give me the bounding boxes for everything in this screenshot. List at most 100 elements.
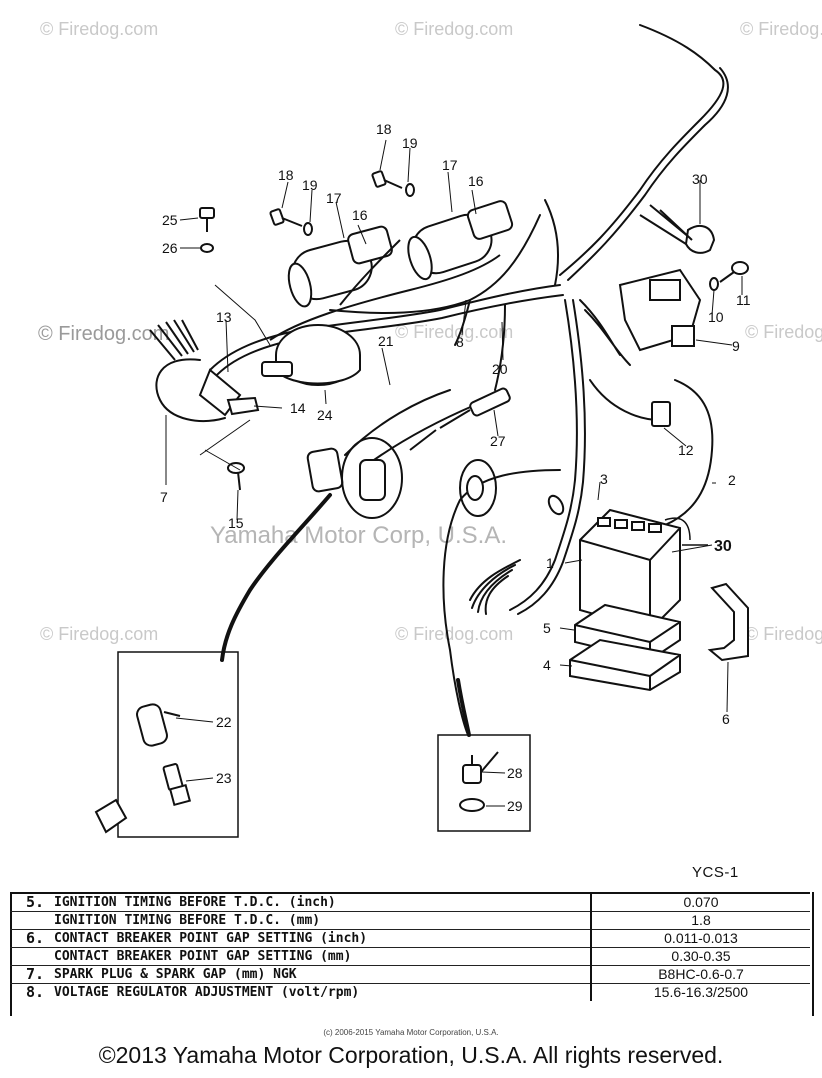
ignition-coil-left <box>287 225 393 308</box>
spec-value: B8HC-0.6-0.7 <box>591 965 810 984</box>
callout-21: 21 <box>378 333 394 349</box>
spec-description: SPARK PLUG & SPARK GAP (mm) NGK <box>48 965 592 984</box>
cable-20 <box>494 304 506 391</box>
callout-16b: 16 <box>468 173 484 189</box>
rectifier <box>618 268 702 352</box>
battery-tray <box>569 638 681 692</box>
watermark: © Firedog.com <box>40 624 158 644</box>
callout-4: 4 <box>543 657 551 673</box>
callout-14: 14 <box>290 400 306 416</box>
front-indicator <box>94 798 128 834</box>
wire-harness <box>559 24 725 276</box>
watermark: © Firedog.com <box>395 624 513 644</box>
bolt-18-right <box>371 170 415 197</box>
spec-description: CONTACT BREAKER POINT GAP SETTING (inch) <box>48 929 592 948</box>
watermark: © Firedog.com <box>395 19 513 39</box>
callout-17b: 17 <box>442 157 458 173</box>
callout-19b: 19 <box>402 135 418 151</box>
watermark: © Firedog.com <box>38 323 169 345</box>
plug-cap-left <box>306 447 344 493</box>
battery <box>579 508 681 632</box>
callout-26: 26 <box>162 240 178 256</box>
flasher-relay <box>261 324 361 386</box>
callout-29: 29 <box>507 798 523 814</box>
spark-plug-cap-22 <box>136 703 181 747</box>
wire-harness-main <box>209 284 561 371</box>
callout-3: 3 <box>600 471 608 487</box>
spec-value: 0.070 <box>591 892 810 912</box>
watermark: © Firedog.com <box>40 19 158 39</box>
wire-regulator <box>579 299 631 366</box>
spec-number: 8. <box>10 983 48 1001</box>
watermark: © Firedog.com <box>745 624 822 644</box>
callout-9: 9 <box>732 338 740 354</box>
callout-16a: 16 <box>352 207 368 223</box>
spec-description: IGNITION TIMING BEFORE T.D.C. (mm) <box>48 911 592 930</box>
watermark-center: Yamaha Motor Corp, U.S.A. <box>210 522 507 549</box>
wire-loop-7 <box>155 358 226 422</box>
callout-5: 5 <box>543 620 551 636</box>
callout-24: 24 <box>317 407 333 423</box>
neutral-switch-cable <box>442 469 561 736</box>
battery-vent <box>664 517 708 546</box>
watermark: © Firedog.com <box>745 322 822 342</box>
spec-value: 0.011-0.013 <box>591 929 810 948</box>
callout-8: 8 <box>456 334 464 350</box>
spec-row: 8.VOLTAGE REGULATOR ADJUSTMENT (volt/rpm… <box>10 983 810 1001</box>
electrical-parts-diagram: © Firedog.com © Firedog.com © Firedog.co… <box>38 19 822 838</box>
callout-15: 15 <box>228 515 244 531</box>
spec-value: 1.8 <box>591 911 810 930</box>
screw-15 <box>227 462 245 491</box>
battery-leads <box>469 559 521 615</box>
spec-number: 5. <box>10 892 48 912</box>
callout-27: 27 <box>490 433 506 449</box>
wire-harness-main <box>213 294 564 379</box>
callout-19a: 19 <box>302 177 318 193</box>
callout-18b: 18 <box>376 121 392 137</box>
callout-30b: 30 <box>714 538 732 555</box>
fuse-holder <box>639 204 716 254</box>
spec-value: 15.6-16.3/2500 <box>591 983 810 1001</box>
wire-harness <box>567 67 729 281</box>
callout-25: 25 <box>162 212 178 228</box>
gasket-29 <box>459 798 485 812</box>
callout-6: 6 <box>722 711 730 727</box>
spec-description: IGNITION TIMING BEFORE T.D.C. (inch) <box>48 892 592 912</box>
bolt-11 <box>709 261 749 291</box>
spec-value: 0.30-0.35 <box>591 947 810 966</box>
cable-clamp <box>459 459 565 517</box>
spec-row: IGNITION TIMING BEFORE T.D.C. (mm)1.8 <box>10 911 810 930</box>
small-copyright: (c) 2006-2015 Yamaha Motor Corporation, … <box>323 1028 499 1037</box>
watermark: © Firedog.com <box>395 322 513 342</box>
wire-2 <box>589 379 714 526</box>
spec-number <box>10 947 48 966</box>
copyright-notice: ©2013 Yamaha Motor Corporation, U.S.A. A… <box>98 1042 724 1068</box>
wire-harness-down <box>509 299 578 611</box>
watermark: © Firedog.com <box>740 19 822 39</box>
cable-21 <box>344 389 476 471</box>
connector-12 <box>651 401 671 427</box>
spec-description: VOLTAGE REGULATOR ADJUSTMENT (volt/rpm) <box>48 983 592 1001</box>
callout-10: 10 <box>708 309 724 325</box>
spec-description: CONTACT BREAKER POINT GAP SETTING (mm) <box>48 947 592 966</box>
bolt-25 <box>199 207 215 253</box>
callout-2: 2 <box>728 472 736 488</box>
bolt-18-left <box>269 208 313 236</box>
plug-cap-right <box>341 437 403 519</box>
coil-bracket <box>269 239 501 341</box>
callout-22: 22 <box>216 714 232 730</box>
callout-30a: 30 <box>692 171 708 187</box>
plug-detail-box <box>117 651 239 838</box>
wire-harness-down <box>517 299 586 615</box>
spec-number: 7. <box>10 965 48 984</box>
switch-detail-box <box>437 734 531 832</box>
callout-23: 23 <box>216 770 232 786</box>
spec-row: 5.IGNITION TIMING BEFORE T.D.C. (inch)0.… <box>10 892 810 912</box>
spec-number: 6. <box>10 929 48 948</box>
callout-17a: 17 <box>326 190 342 206</box>
callout-7: 7 <box>160 489 168 505</box>
callout-28: 28 <box>507 765 523 781</box>
callout-1: 1 <box>546 555 554 571</box>
spark-plug-23 <box>162 763 192 807</box>
